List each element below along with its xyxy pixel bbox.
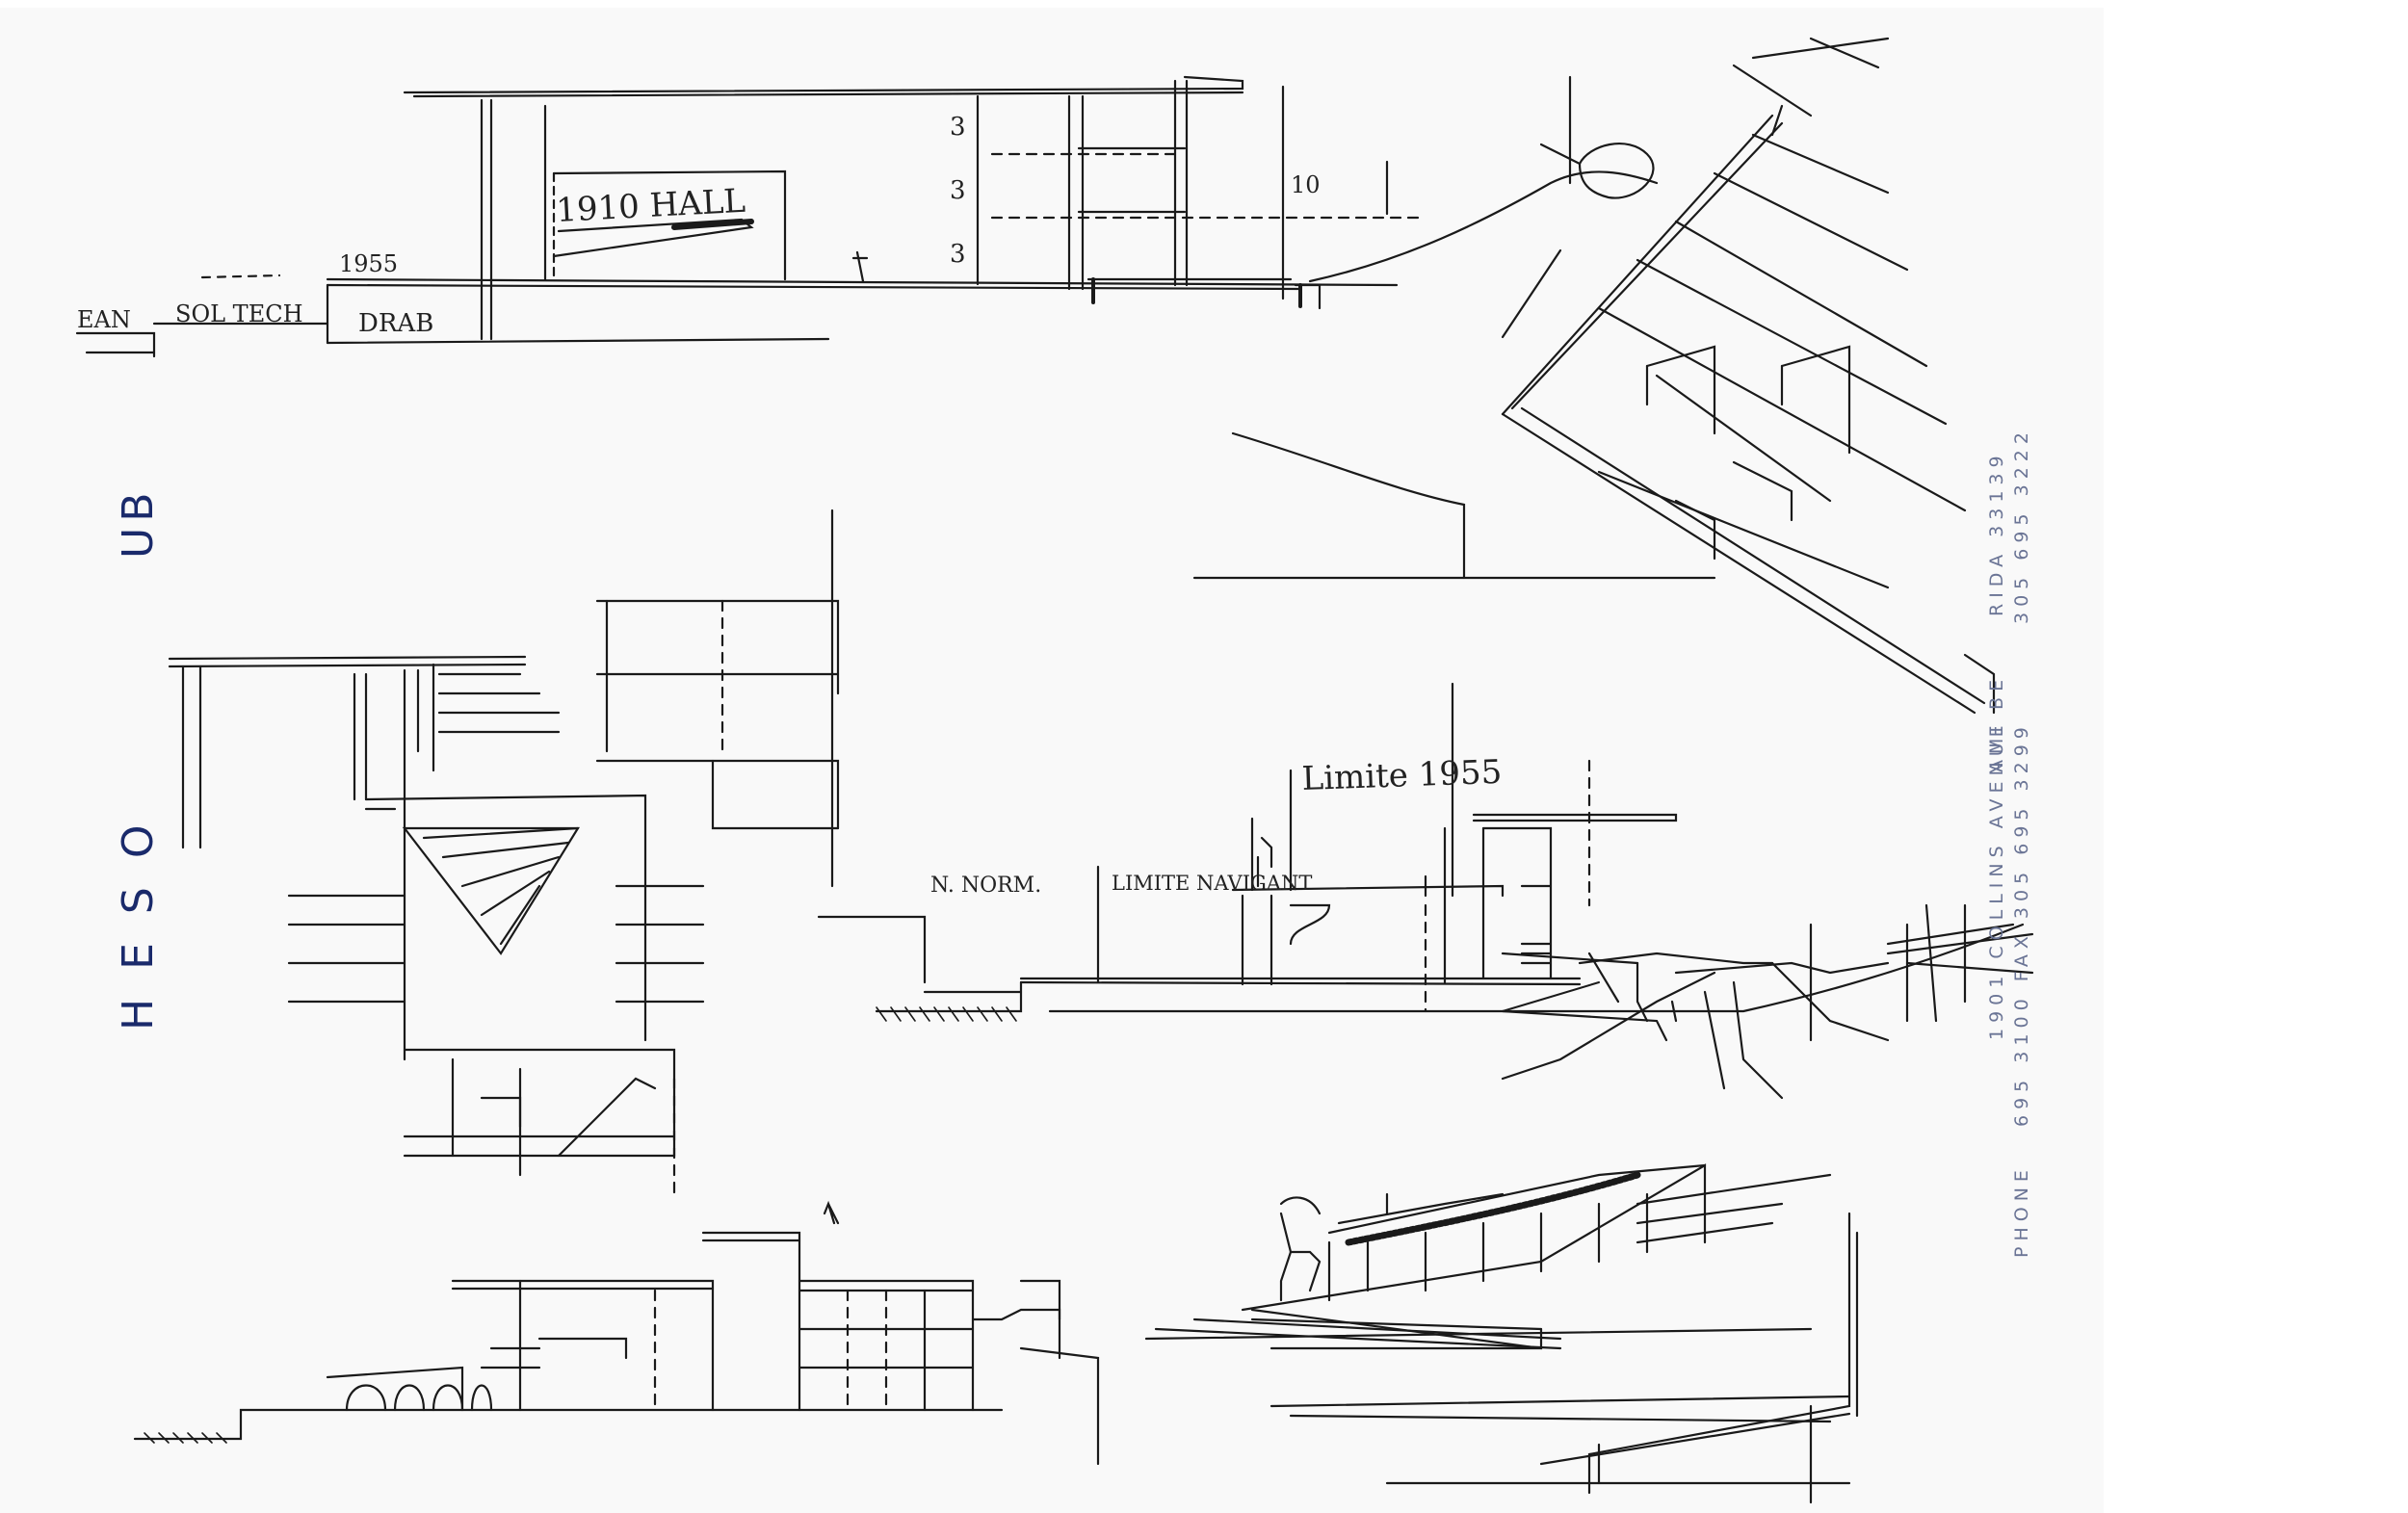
annotation-level-3a: 3 [950, 113, 966, 142]
annotation-sol-tech: SOL TECH [175, 300, 303, 327]
paper [0, 8, 2104, 1513]
bottom-right-ramp [1269, 1212, 1859, 1504]
bottom-perspective-right [1144, 1163, 1832, 1350]
letterhead-city: AMI BE [1986, 673, 2007, 772]
brand-letters-bottom: HESO [114, 796, 163, 1030]
perspective-sketch-top-right [1501, 37, 1996, 715]
annotation-ean: EAN [77, 306, 131, 333]
annotation-drab: DRAB [358, 309, 433, 338]
small-elevation [595, 509, 840, 888]
annotation-level-10: 10 [1291, 171, 1321, 198]
letterhead-phone-fax: 695 3100 FAX 305 695 3299 [2011, 721, 2032, 1127]
annotation-n-norm: N. NORM. [930, 874, 1041, 898]
hatch-bottom-left [144, 1432, 227, 1444]
letterhead-phone-label: PHONE [2011, 1164, 2032, 1258]
floor-plan-left [168, 655, 705, 1196]
letterhead-phone-2: 305 695 3222 [2011, 427, 2032, 624]
ground-line-sketch [1192, 431, 1716, 580]
annotation-limite-navigant: LIMITE NAVIGANT [1112, 872, 1312, 895]
top-section-elevation [75, 75, 1659, 358]
letterhead-zip: RIDA 33139 [1986, 450, 2007, 616]
hatch-ground [876, 1006, 1017, 1022]
center-section [817, 682, 2034, 1100]
annotation-1955-top: 1955 [339, 250, 398, 277]
annotation-level-3c: 3 [950, 240, 966, 269]
brand-letters-top: UB [114, 486, 163, 559]
bottom-elevation-left [133, 1200, 1100, 1466]
annotation-level-3b: 3 [950, 176, 966, 205]
annotation-limite-1955: Limite 1955 [1301, 753, 1503, 798]
